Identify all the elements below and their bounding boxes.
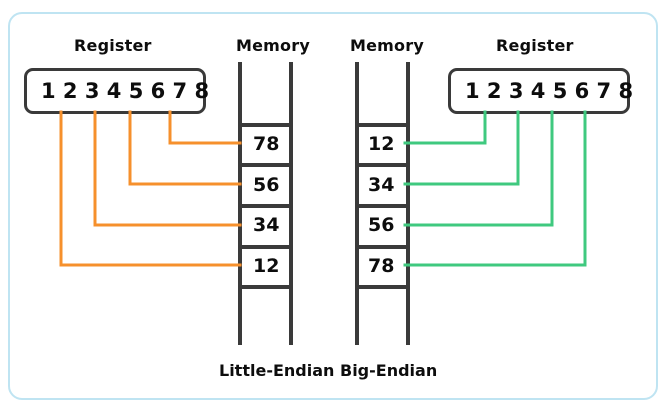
left-memory-label: Memory xyxy=(236,36,310,55)
right-register-digits: 1 2 3 4 5 6 7 8 xyxy=(465,79,634,103)
big-endian-label: Big-Endian xyxy=(340,361,438,380)
left-register-digits: 1 2 3 4 5 6 7 8 xyxy=(41,79,210,103)
right-memory-rung xyxy=(355,204,410,208)
left-memory-cell-value: 56 xyxy=(253,174,280,196)
right-memory-rung xyxy=(355,123,410,127)
left-memory-rung xyxy=(238,204,293,208)
right-memory-cell-value: 78 xyxy=(368,255,395,277)
right-memory-cell-value: 56 xyxy=(368,214,395,236)
right-register-label: Register xyxy=(496,36,574,55)
right-memory-cell-value: 12 xyxy=(368,133,395,155)
right-memory-cell-value: 34 xyxy=(368,174,395,196)
little-endian-label: Little-Endian xyxy=(219,361,335,380)
right-memory-rung xyxy=(355,245,410,249)
left-memory-cell-value: 34 xyxy=(253,214,280,236)
left-memory-cell-value: 78 xyxy=(253,133,280,155)
left-memory-rail-inner xyxy=(289,62,293,345)
right-memory-rung xyxy=(355,285,410,289)
left-register-box xyxy=(24,68,206,114)
left-memory-rung xyxy=(238,123,293,127)
left-register-label: Register xyxy=(74,36,152,55)
right-memory-rail-outer xyxy=(355,62,359,345)
left-memory-rung xyxy=(238,245,293,249)
left-memory-cell-value: 12 xyxy=(253,255,280,277)
right-memory-rung xyxy=(355,163,410,167)
right-memory-label: Memory xyxy=(350,36,424,55)
left-memory-rung xyxy=(238,163,293,167)
left-memory-rung xyxy=(238,285,293,289)
